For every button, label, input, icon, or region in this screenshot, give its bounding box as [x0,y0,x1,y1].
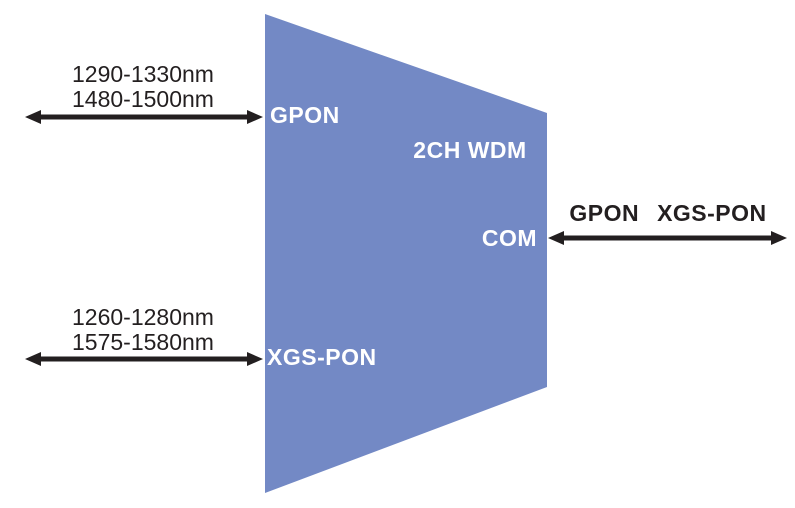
device-name-label: 2CH WDM [413,137,527,163]
xgs-pon-double-arrow-icon [25,352,263,366]
gpon-port-label: GPON [270,102,340,128]
xgs-pon-wavelength-line2: 1575-1580nm [72,329,214,355]
xgs-pon-wavelength-line1: 1260-1280nm [72,304,214,330]
com-port-label: COM [481,225,537,251]
xgs-pon-port-label: XGS-PON [267,344,377,370]
gpon-double-arrow-icon [25,110,263,124]
com-signal-gpon: GPON [569,200,640,226]
com-signal-xgs-pon: XGS-PON [657,200,767,226]
com-double-arrow-icon [548,231,787,245]
gpon-wavelength-line1: 1290-1330nm [72,61,214,87]
com-signals-label: GPON XGS-PON [560,201,776,226]
xgs-pon-wavelength-ranges: 1260-1280nm 1575-1580nm [35,305,251,355]
gpon-wavelength-line2: 1480-1500nm [72,86,214,112]
gpon-wavelength-ranges: 1290-1330nm 1480-1500nm [35,62,251,112]
wdm-device-body [265,14,547,493]
